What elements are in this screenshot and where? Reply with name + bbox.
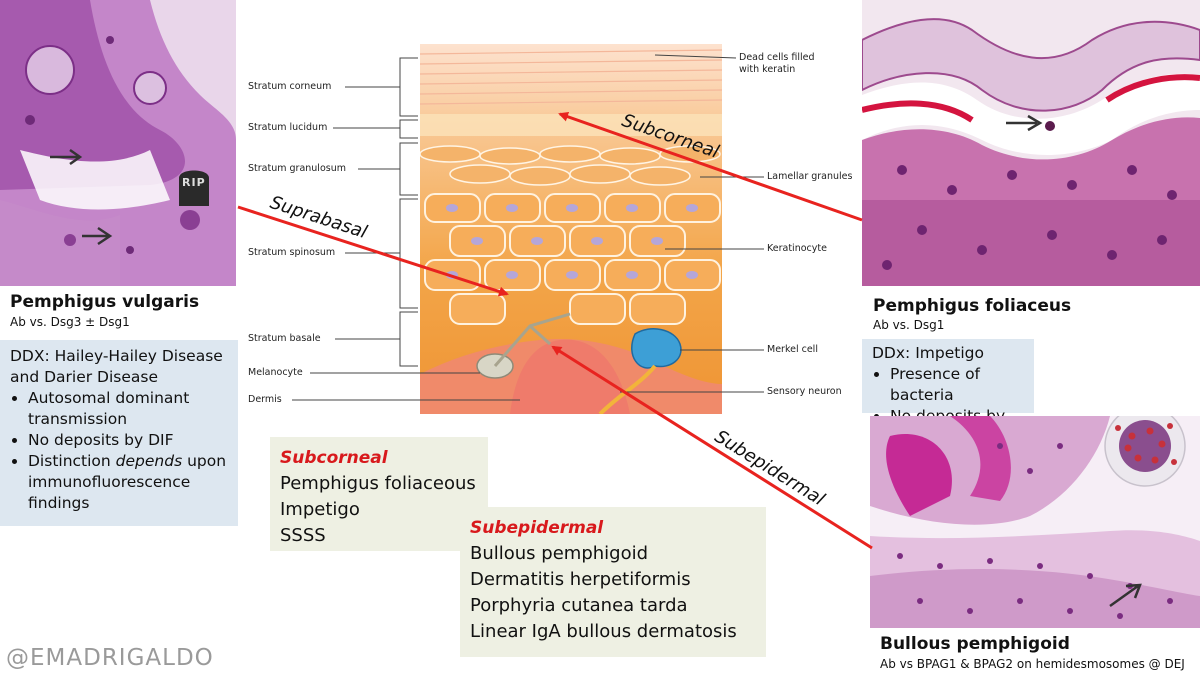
label-stratum-granulosum: Stratum granulosum xyxy=(248,163,346,174)
pemphigus-foliaceus-title: Pemphigus foliaceus xyxy=(873,296,1072,316)
label-dead-cells-2: with keratin xyxy=(739,64,796,75)
list-item: Linear IgA bullous dermatosis xyxy=(470,621,737,642)
ddx-line-1: DDX: Hailey-Hailey Disease xyxy=(10,347,223,365)
ddx-bullet: Distinction depends upon immunofluoresce… xyxy=(28,451,228,514)
list-item: Bullous pemphigoid xyxy=(470,543,649,564)
bullous-pemphigoid-title: Bullous pemphigoid xyxy=(880,634,1070,654)
pemphigus-vulgaris-title: Pemphigus vulgaris xyxy=(10,292,200,312)
list-item: Dermatitis herpetiformis xyxy=(470,569,691,590)
list-item: Porphyria cutanea tarda xyxy=(470,595,688,616)
bullous-pemphigoid-subtitle: Ab vs BPAG1 & BPAG2 on hemidesmosomes @ … xyxy=(880,657,1185,671)
label-stratum-spinosum: Stratum spinosum xyxy=(248,247,336,258)
subcorneal-heading: Subcorneal xyxy=(280,448,388,468)
label-melanocyte: Melanocyte xyxy=(248,367,303,378)
subepidermal-heading: Subepidermal xyxy=(470,518,604,538)
label-dermis: Dermis xyxy=(248,394,282,405)
label-merkel-cell: Merkel cell xyxy=(767,344,818,355)
ddx-line-2: and Darier Disease xyxy=(10,368,158,386)
label-lamellar-granules: Lamellar granules xyxy=(767,171,853,182)
pemphigus-foliaceus-subtitle: Ab vs. Dsg1 xyxy=(873,318,945,332)
list-item: Impetigo xyxy=(280,499,360,520)
ddx-bullet: Presence of bacteria xyxy=(890,364,1024,406)
epidermis-diagram xyxy=(419,44,723,416)
ddx-bullet: No deposits by DIF xyxy=(28,430,228,451)
arrow-suprabasal xyxy=(237,205,509,297)
label-dead-cells-1: Dead cells filled xyxy=(739,52,815,63)
ddx-bullets: Autosomal dominant transmission No depos… xyxy=(10,388,228,514)
subcorneal-list-box: Subcorneal Pemphigus foliaceous Impetigo… xyxy=(270,437,488,551)
arrow-subepidermal xyxy=(551,345,873,550)
arrow-subcorneal xyxy=(558,111,863,222)
label-sensory-neuron: Sensory neuron xyxy=(767,386,842,397)
subepidermal-list-box: Subepidermal Bullous pemphigoid Dermatit… xyxy=(460,507,766,657)
bullous-pemphigoid-histology xyxy=(870,416,1200,628)
list-item: SSSS xyxy=(280,525,326,546)
ddx-bullet: Autosomal dominant transmission xyxy=(28,388,228,430)
pemphigus-foliaceus-histology xyxy=(862,0,1200,286)
pemphigus-vulgaris-subtitle: Ab vs. Dsg3 ± Dsg1 xyxy=(10,315,130,329)
pemphigus-vulgaris-histology xyxy=(0,0,236,286)
rip-text: RIP xyxy=(182,176,206,189)
label-stratum-corneum: Stratum corneum xyxy=(248,81,332,92)
label-stratum-lucidum: Stratum lucidum xyxy=(248,122,328,133)
author-handle: @EMADRIGALDO xyxy=(6,645,214,671)
pemphigus-vulgaris-ddx-box: DDX: Hailey-Hailey Disease and Darier Di… xyxy=(0,340,238,526)
list-item: Pemphigus foliaceous xyxy=(280,473,476,494)
label-stratum-basale: Stratum basale xyxy=(248,333,321,344)
label-keratinocyte: Keratinocyte xyxy=(767,243,827,254)
rip-tombstone: RIP xyxy=(175,164,213,206)
ddx-impetigo: DDx: Impetigo xyxy=(872,344,984,362)
